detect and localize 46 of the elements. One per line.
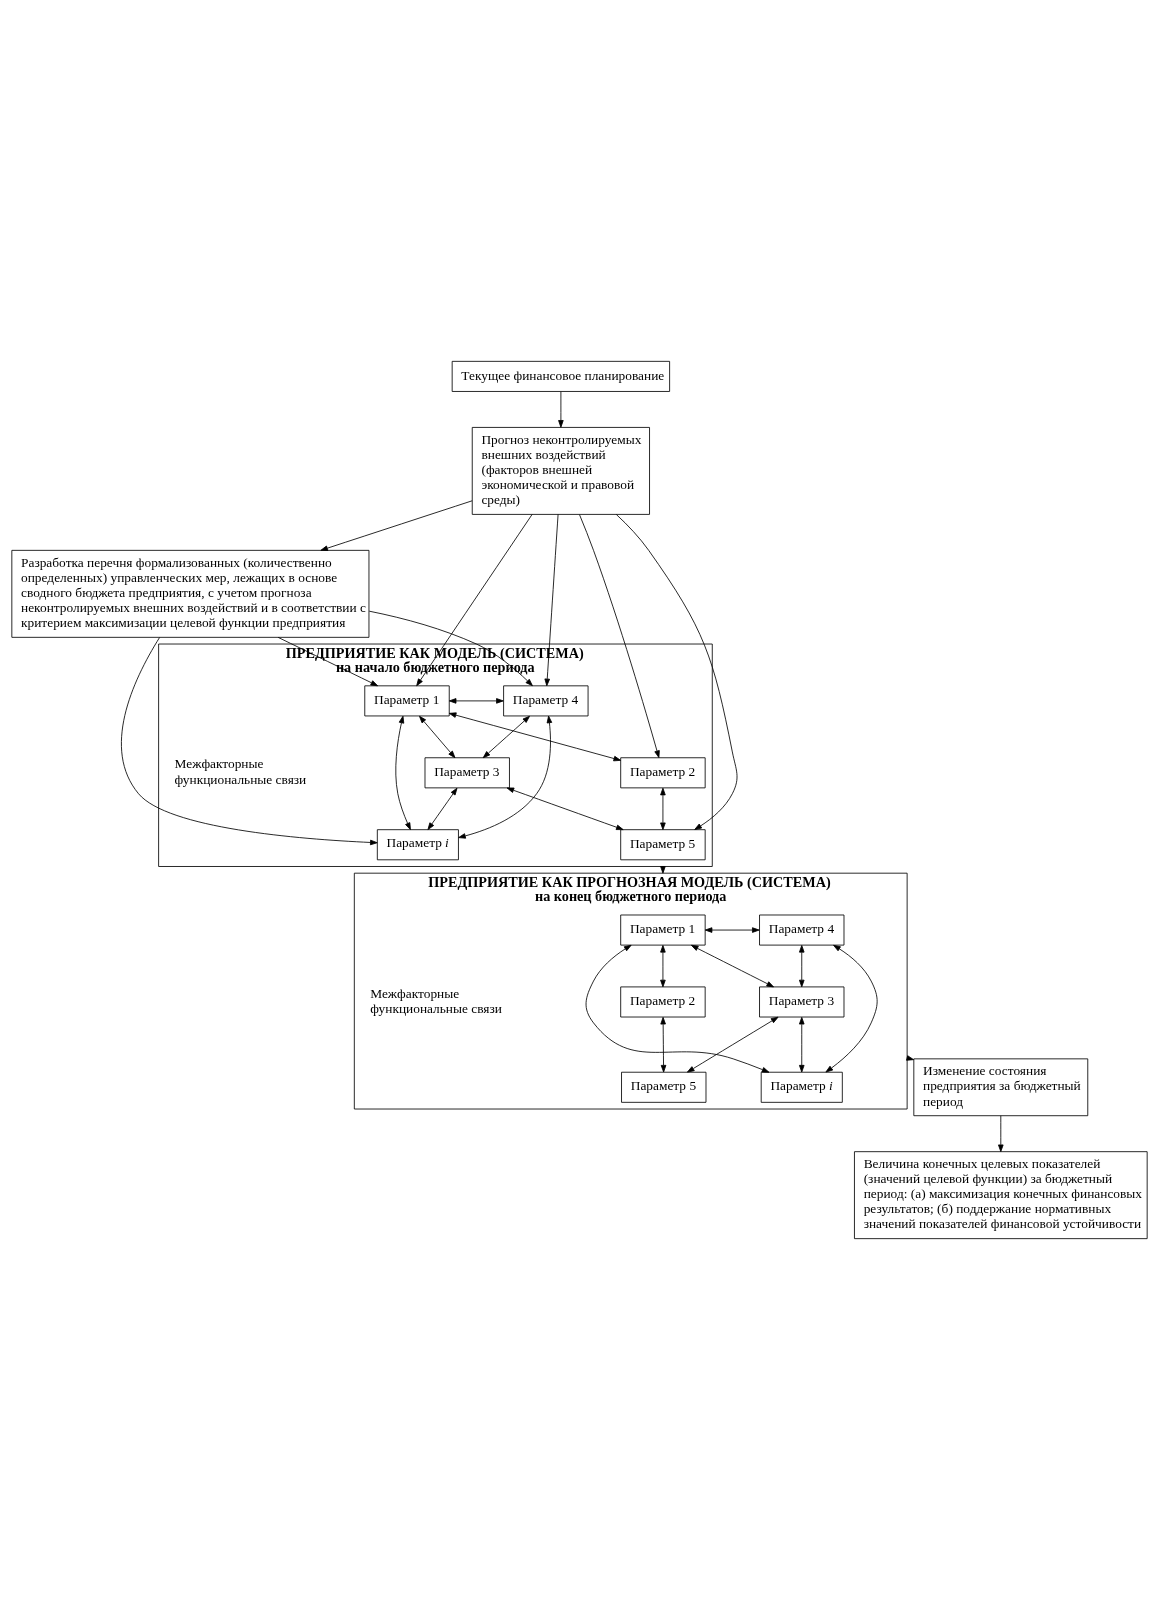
arrow [799,1016,805,1073]
node-box: Параметр i [760,1071,843,1103]
node-box: Текущее финансовое планирование [451,360,671,392]
node-box: Параметр 4 [759,914,845,946]
node-box: Параметр 1 [364,685,450,717]
arrow [579,514,660,758]
arrow [704,927,760,933]
node-box: Параметр 3 [759,986,845,1018]
arrow [320,500,473,551]
arrow [558,391,564,428]
arrow [544,514,559,687]
arrow [448,712,622,762]
arrow [427,787,458,831]
node-box: Разработка перечня формализованных (количественно определенных) управленческих мер, лежащих в основе сводного бюджета предприятия, с учетом прогноза неконтролируемых внешних воздействий и в соответствии с критерием максимизации целевой функции предприятия [11,549,370,638]
node-box: Параметр 5 [620,829,706,861]
arrow [660,787,666,831]
node-box: Параметр 2 [620,986,706,1018]
arrow [690,944,774,988]
arrow [368,610,533,687]
node-box: Параметр i [376,829,459,861]
arrow [120,637,378,846]
node-box: Прогноз неконтролируемых внешних воздействий (факторов внешней экономической и правовой среды) [471,427,650,515]
arrow [687,1016,779,1073]
label: Межфакторные функциональные связи [370,985,502,1016]
arrow [799,945,805,988]
arrow [615,514,738,830]
node-box: Параметр 1 [620,914,706,946]
node-box: Параметр 3 [424,757,510,789]
arrow [419,715,456,759]
node-box: Параметр 4 [503,685,589,717]
arrow [998,1115,1004,1152]
node-box: Параметр 2 [620,757,706,789]
label: Межфакторные функциональные связи [174,756,307,787]
node-box: Параметр 5 [621,1071,707,1103]
arrow [482,715,530,759]
arrow [416,514,533,687]
arrow [585,944,770,1073]
arrow [825,944,878,1073]
arrow [506,787,624,831]
node-box: Величина конечных целевых показателей (значений целевой функции) за бюджетный период: (а) максимизация конечных финансовых результатов; (б) поддержание нормативных значений показателей финансовой устойчивости [854,1151,1148,1240]
arrow [448,698,504,704]
arrow [660,1016,667,1073]
node-box: Изменение состояния предприятия за бюджетный период [913,1058,1089,1117]
arrow [395,715,411,831]
arrow [660,945,666,988]
arrow [458,715,553,839]
